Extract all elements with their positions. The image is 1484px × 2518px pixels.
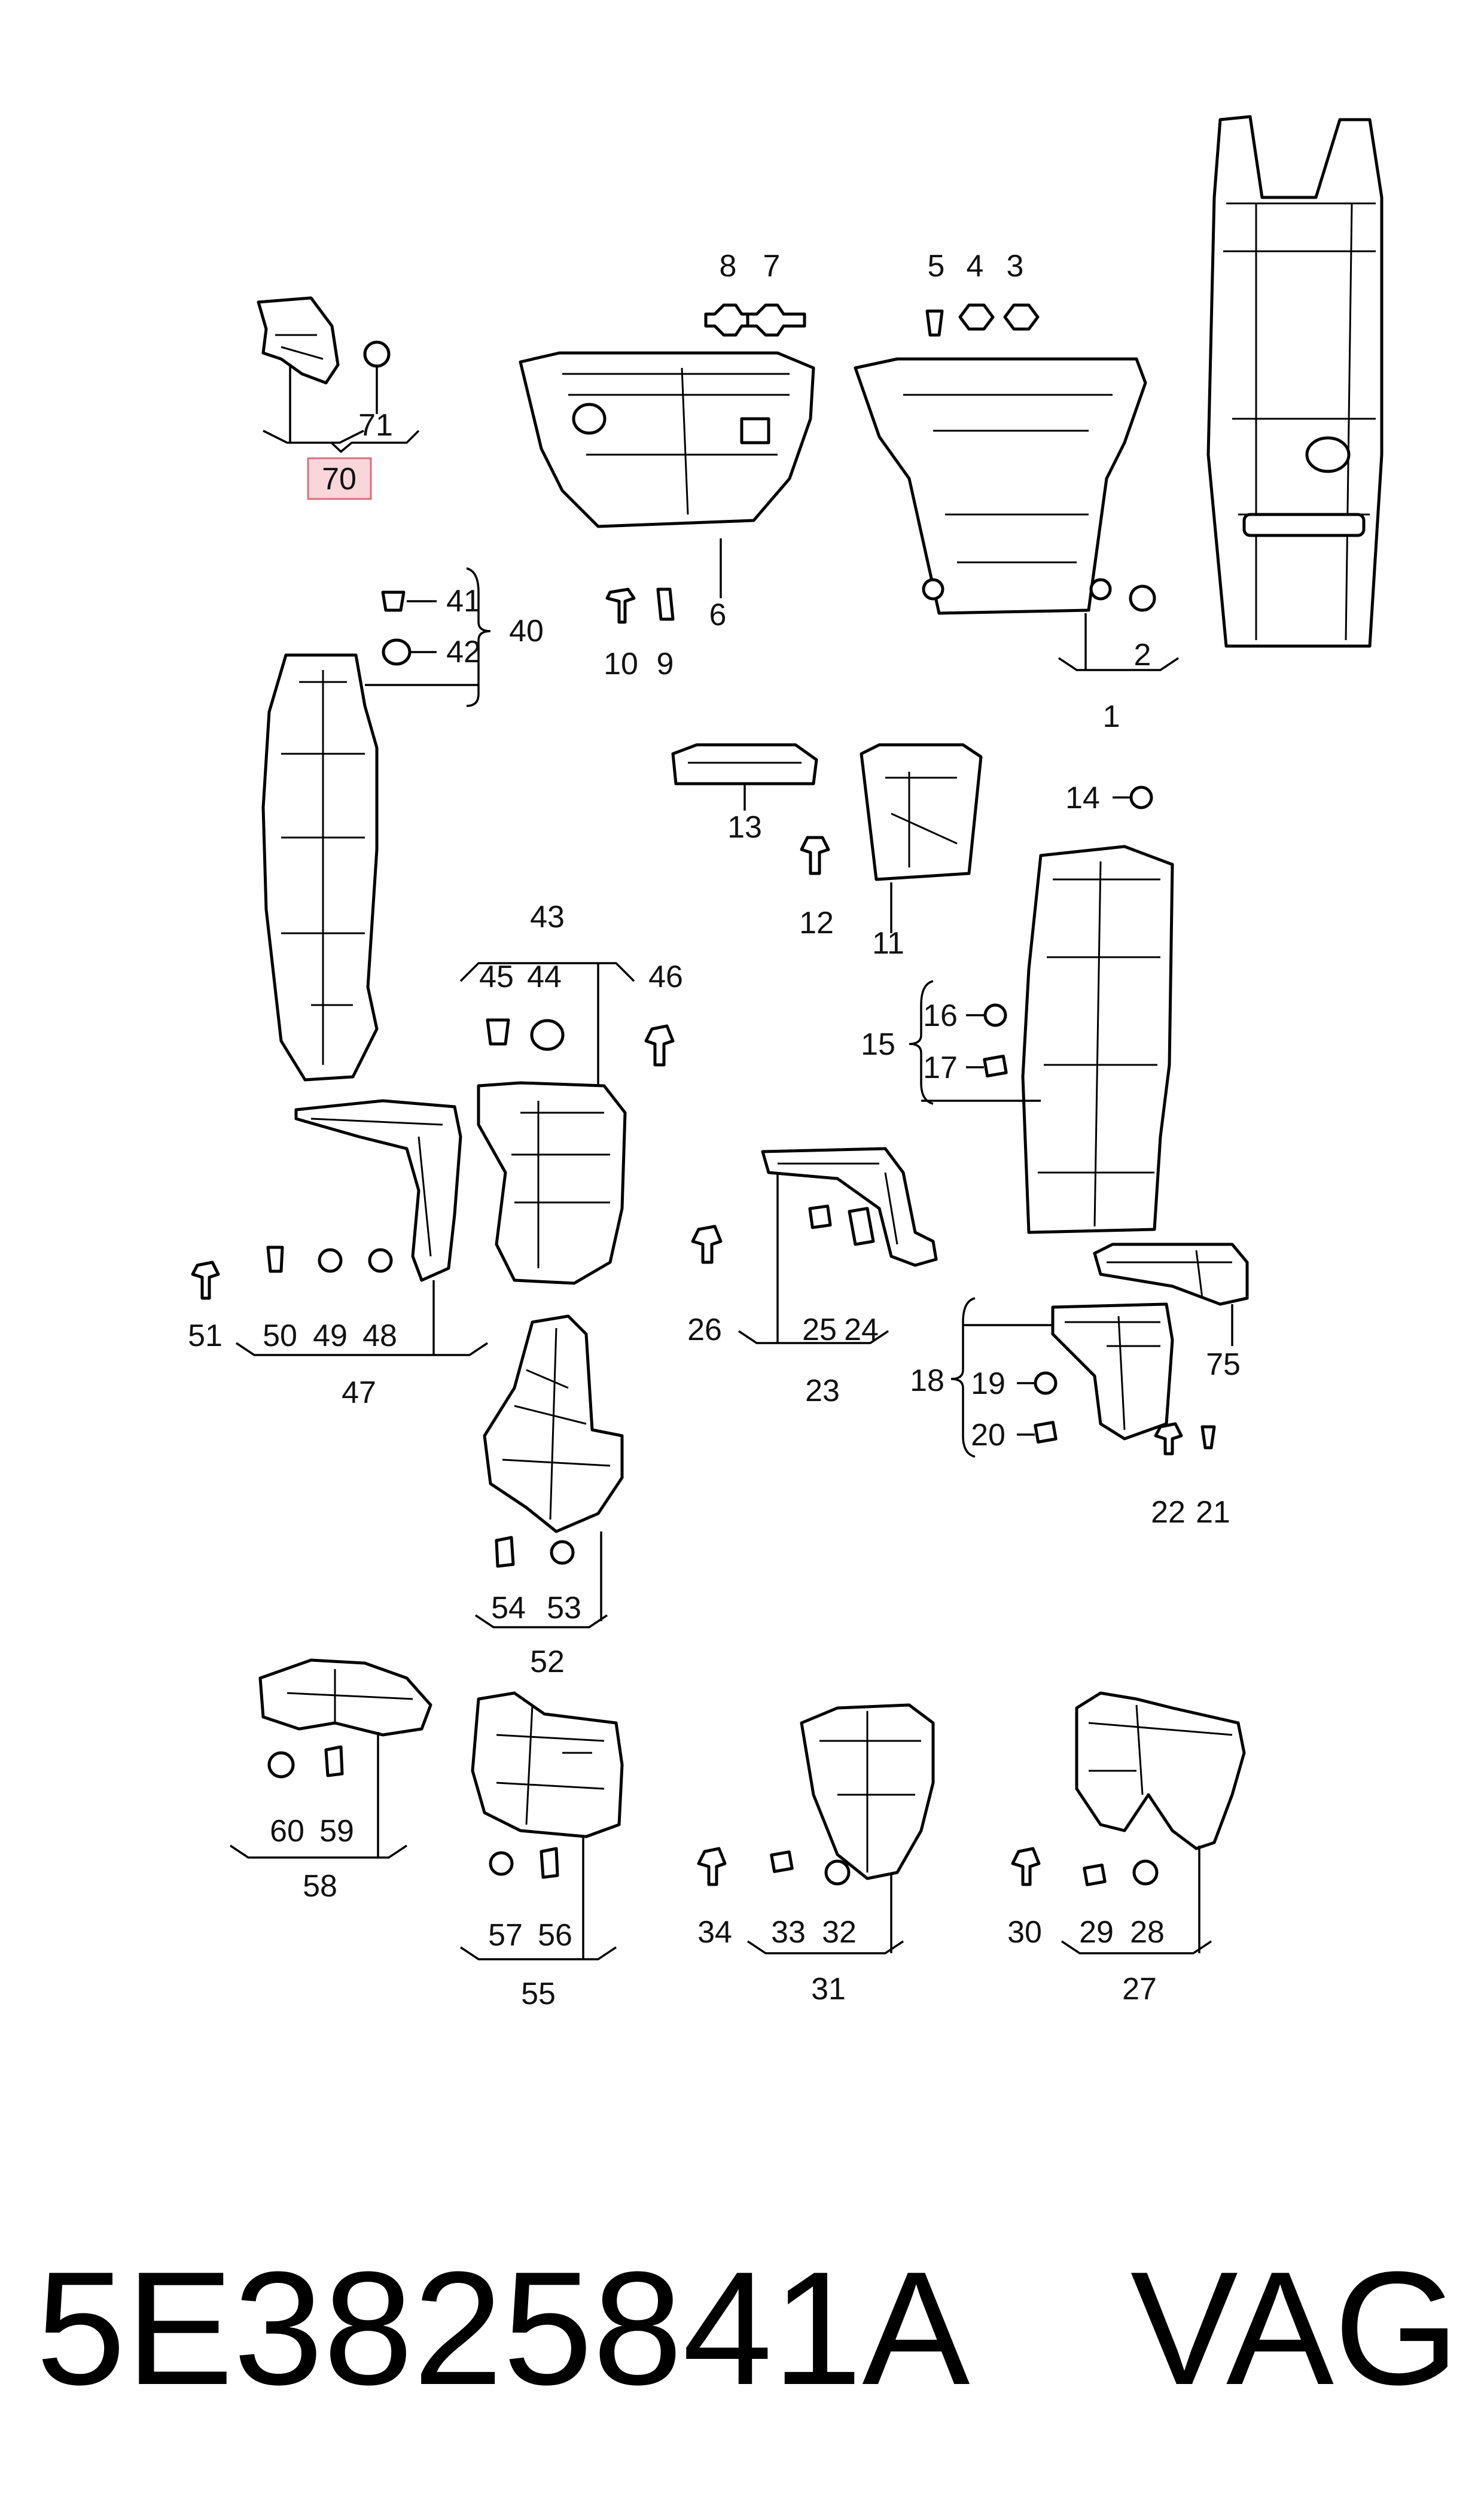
- part-11-drawing: [860, 743, 983, 933]
- label-40: 40: [509, 614, 544, 648]
- label-21: 21: [1196, 1495, 1230, 1530]
- fasteners-top: [704, 303, 1040, 337]
- label-71: 71: [358, 408, 393, 443]
- label-33: 33: [771, 1915, 806, 1950]
- label-47: 47: [342, 1375, 376, 1410]
- label-23: 23: [805, 1374, 840, 1408]
- label-31: 31: [811, 1972, 846, 2007]
- label-14: 14: [1065, 781, 1100, 815]
- label-12: 12: [799, 906, 834, 940]
- brand-caption: VAG: [1130, 2239, 1459, 2419]
- label-28: 28: [1130, 1915, 1165, 1950]
- label-22: 22: [1151, 1495, 1186, 1530]
- label-48: 48: [362, 1319, 397, 1353]
- part-1-drawing: [854, 357, 1179, 671]
- label-4: 4: [967, 249, 984, 284]
- label-57: 57: [488, 1918, 523, 1953]
- label-25: 25: [802, 1313, 837, 1347]
- label-56: 56: [538, 1918, 572, 1953]
- part-43-drawing: [459, 962, 675, 1285]
- part-15-drawing: [909, 845, 1174, 1234]
- label-1: 1: [1103, 699, 1120, 734]
- label-2: 2: [1134, 638, 1151, 672]
- part-18-drawing: [950, 1297, 1216, 1458]
- label-55: 55: [521, 1977, 556, 2011]
- part-27-drawing: [1011, 1691, 1246, 1954]
- label-30: 30: [1007, 1915, 1042, 1950]
- label-45: 45: [479, 960, 514, 994]
- label-34: 34: [697, 1915, 732, 1950]
- label-50: 50: [263, 1319, 297, 1353]
- label-43: 43: [530, 900, 565, 934]
- label-42: 42: [446, 635, 481, 669]
- part-6-drawing: [519, 351, 815, 598]
- label-75: 75: [1206, 1347, 1241, 1382]
- part-13-drawing: [671, 743, 818, 811]
- label-60: 60: [270, 1814, 304, 1849]
- highlight-box-70: [307, 457, 372, 500]
- part-40-drawing: [261, 653, 479, 1082]
- label-10: 10: [604, 647, 638, 681]
- label-70: 70: [322, 462, 356, 497]
- part-58-drawing: [230, 1658, 432, 1859]
- part-47-drawing: [191, 1099, 488, 1356]
- label-16: 16: [923, 998, 958, 1033]
- label-53: 53: [547, 1591, 581, 1625]
- part-75-drawing: [1093, 1243, 1249, 1346]
- label-46: 46: [648, 960, 683, 994]
- fastener-12-14: [800, 785, 1153, 875]
- part-52-drawing: [475, 1314, 624, 1628]
- underbody-drawing: [1206, 115, 1384, 648]
- label-19: 19: [971, 1366, 1005, 1401]
- part-code-caption: 5E3825841A: [36, 2239, 971, 2419]
- part-31-drawing: [697, 1703, 935, 1954]
- label-20: 20: [971, 1418, 1005, 1453]
- label-15: 15: [861, 1027, 895, 1062]
- label-58: 58: [303, 1869, 337, 1904]
- label-26: 26: [687, 1313, 722, 1347]
- part-labels: 1 2 3 4 5 6 7 8 9 10 11 12 13 14 15 16 1…: [188, 249, 1241, 2011]
- label-41: 41: [446, 584, 481, 619]
- label-13: 13: [727, 810, 762, 845]
- part-55-drawing: [460, 1691, 624, 1960]
- label-51: 51: [188, 1319, 223, 1353]
- label-7: 7: [763, 249, 781, 284]
- label-59: 59: [319, 1814, 354, 1849]
- label-6: 6: [709, 598, 727, 632]
- label-29: 29: [1079, 1915, 1114, 1950]
- label-32: 32: [822, 1915, 857, 1950]
- label-8: 8: [720, 249, 737, 284]
- part-70-drawing: [257, 296, 420, 453]
- label-5: 5: [928, 249, 945, 284]
- label-11: 11: [872, 926, 904, 961]
- label-49: 49: [313, 1319, 348, 1353]
- label-27: 27: [1122, 1972, 1157, 2007]
- label-24: 24: [844, 1313, 879, 1347]
- label-44: 44: [527, 960, 562, 994]
- label-52: 52: [530, 1645, 565, 1679]
- part-23-drawing: [691, 1147, 938, 1344]
- label-17: 17: [923, 1051, 958, 1085]
- label-18: 18: [910, 1363, 944, 1398]
- label-3: 3: [1007, 249, 1024, 284]
- label-54: 54: [491, 1591, 526, 1625]
- fasteners-mid: [381, 567, 675, 707]
- label-9: 9: [657, 647, 674, 681]
